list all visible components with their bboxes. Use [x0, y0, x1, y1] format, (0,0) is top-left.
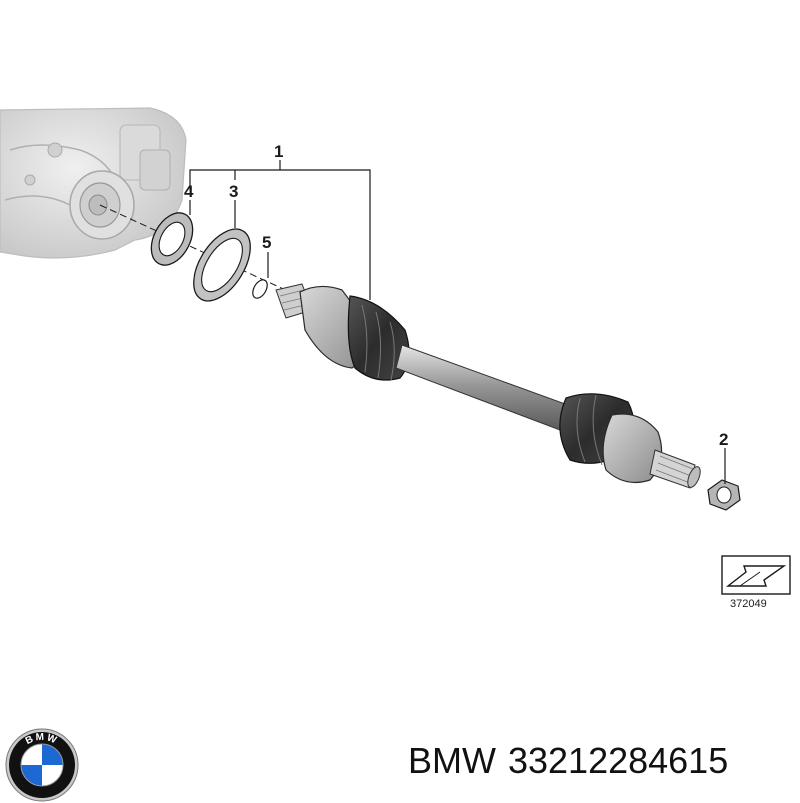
- callout-2: 2: [719, 430, 729, 449]
- bmw-logo-text: BMW: [24, 732, 58, 747]
- callout-3: 3: [229, 182, 239, 201]
- assembly-axis-line: [99, 204, 291, 293]
- callout-4: 4: [184, 182, 194, 201]
- callout-5: 5: [262, 233, 272, 252]
- brand-name: BMW: [408, 740, 496, 781]
- callout-1: 1: [274, 142, 284, 161]
- svg-text:BMW: BMW: [24, 732, 60, 747]
- part-2-collar-nut: [707, 479, 741, 511]
- part-3-shim-ring: [193, 228, 251, 302]
- part-caption: BMW 33212284615: [408, 740, 740, 782]
- reference-symbol-box: [721, 555, 791, 595]
- reference-number: 372049: [730, 598, 767, 610]
- part-5-circlip: [252, 279, 268, 299]
- drive-shaft-assembly: [275, 283, 701, 489]
- part-number: 33212284615: [507, 740, 729, 781]
- bmw-logo-icon: BMW: [5, 728, 79, 802]
- differential-housing: [0, 107, 187, 259]
- callout-leader-lines: [189, 160, 726, 484]
- part-4-shim-ring: [150, 212, 194, 266]
